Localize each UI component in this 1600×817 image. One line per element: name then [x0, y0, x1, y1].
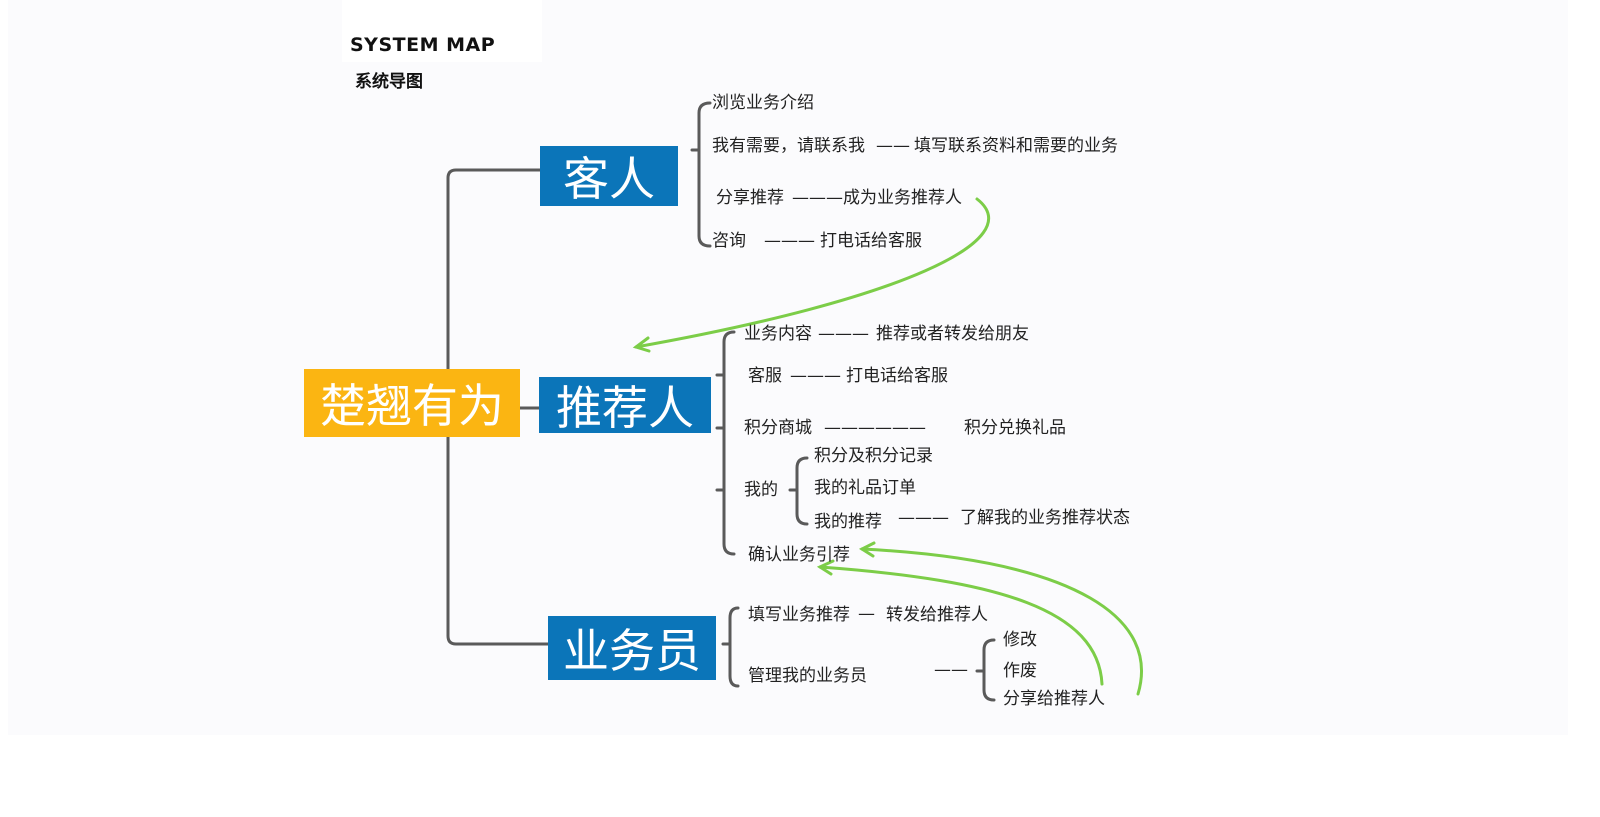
referrer-item-target: 打电话给客服 — [846, 366, 948, 386]
referrer-item-dash: —————— — [824, 418, 926, 438]
salesperson-item-dash: —— — [934, 660, 968, 680]
confirm-referral-label: 确认业务引荐 — [748, 545, 850, 565]
referrer-item-label: 客服 — [748, 366, 782, 386]
diagram-background — [8, 0, 1568, 735]
mine-label: 我的 — [744, 480, 778, 500]
manage-sub-item: 分享给推荐人 — [1003, 689, 1105, 709]
title-background — [342, 0, 542, 62]
guest-item-label: 分享推荐 — [716, 188, 784, 208]
arrowhead-sub-share-to-confirm-b — [858, 541, 876, 558]
arrowhead-share-to-referrer — [632, 336, 651, 353]
guest-item-dash: ——— — [764, 231, 815, 251]
salesperson-item-label: 管理我的业务员 — [748, 666, 867, 686]
manage-sub-item: 作废 — [1003, 661, 1037, 681]
guest-item-label: 浏览业务介绍 — [712, 93, 814, 113]
referrer-item-label: 业务内容 — [744, 324, 812, 344]
arrow-sub-share-to-confirm-a — [818, 565, 1104, 686]
salesperson-item-label: 填写业务推荐 — [748, 605, 850, 625]
manage-bracket — [975, 638, 996, 702]
manage-sub-item: 修改 — [1003, 630, 1037, 650]
referrer-item-label: 积分商城 — [744, 418, 812, 438]
referrer-node: 推荐人 — [539, 377, 711, 435]
referrer-item-dash: ——— — [790, 366, 841, 386]
mine-item-target: 了解我的业务推荐状态 — [960, 508, 1130, 528]
guest-item-dash: ——— — [792, 188, 843, 208]
title-chinese: 系统导图 — [355, 72, 423, 92]
referrer-item-target: 推荐或者转发给朋友 — [876, 324, 1029, 344]
arrowhead-sub-share-to-confirm-a — [816, 559, 835, 576]
salesperson-bracket — [721, 606, 740, 688]
salesperson-item-target: 转发给推荐人 — [886, 605, 988, 625]
guest-item-dash: —— — [876, 136, 910, 156]
title-english: SYSTEM MAP — [350, 34, 496, 56]
mine-item-label: 我的礼品订单 — [814, 478, 916, 498]
guest-item-target: 打电话给客服 — [820, 231, 922, 251]
guest-item-target: 成为业务推荐人 — [843, 188, 962, 208]
guest-item-target: 填写联系资料和需要的业务 — [914, 136, 1118, 156]
mine-item-dash: ——— — [898, 508, 949, 528]
mine-item-label: 我的推荐 — [814, 512, 882, 532]
mine-bracket — [788, 456, 809, 526]
salesperson-item-dash: — — [858, 604, 875, 624]
guest-bracket — [690, 101, 712, 248]
root-node: 楚翘有为 — [304, 369, 520, 437]
guest-item-label: 我有需要，请联系我 — [712, 136, 865, 156]
referrer-item-dash: ——— — [818, 324, 869, 344]
guest-node: 客人 — [540, 146, 678, 206]
mine-item-label: 积分及积分记录 — [814, 446, 933, 466]
arrow-sub-share-to-confirm-b — [860, 547, 1144, 696]
guest-item-label: 咨询 — [712, 231, 746, 251]
salesperson-node: 业务员 — [548, 616, 716, 680]
arrow-share-to-referrer — [634, 197, 991, 349]
referrer-item-target: 积分兑换礼品 — [964, 418, 1066, 438]
referrer-bracket — [715, 330, 736, 556]
